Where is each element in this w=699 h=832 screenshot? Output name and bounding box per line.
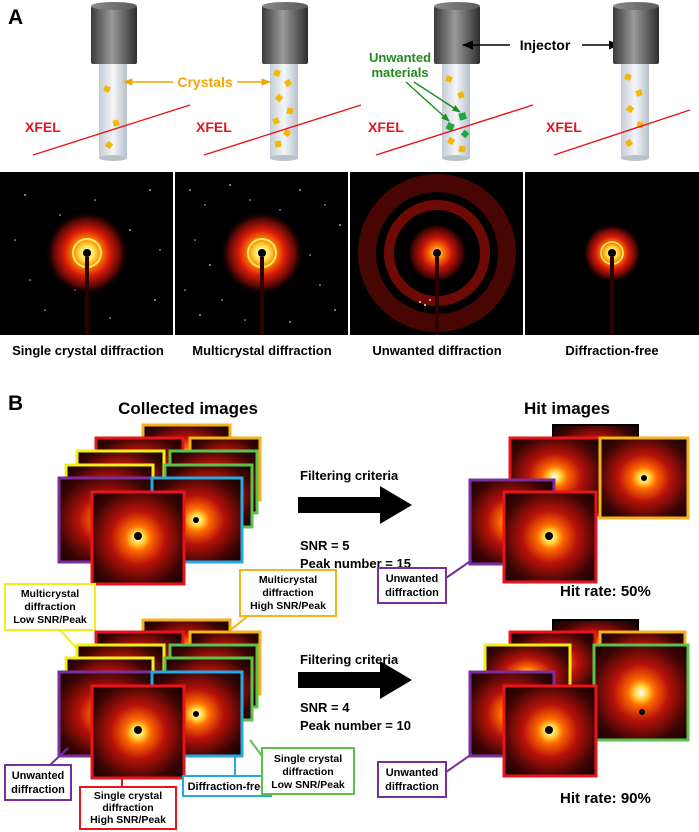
callout-single-low-connector <box>249 739 263 757</box>
injector-assembly-4 <box>613 2 659 161</box>
callout-multi-low-3: Low SNR/Peak <box>13 614 87 626</box>
injector-label: Injector <box>520 37 571 53</box>
hit-unwanted-box-1 <box>377 567 447 604</box>
diffraction-image-unwanted <box>350 172 523 335</box>
hit-unwanted-connector-2 <box>445 753 473 773</box>
filter-arrow-2 <box>298 661 412 699</box>
hit-unwanted-1-line1: Unwanted <box>386 573 439 585</box>
collected-images-title: Collected images <box>118 399 258 418</box>
callout-single-high-3: High SNR/Peak <box>90 814 166 826</box>
xfel-label-2: XFEL <box>196 119 232 135</box>
callout-single-low-2: diffraction <box>282 766 333 778</box>
xfel-beam-2 <box>203 104 362 156</box>
snr-1: SNR = 5 <box>300 538 350 553</box>
callout-unwanted-2: diffraction <box>11 784 65 796</box>
xfel-label-1: XFEL <box>25 119 61 135</box>
injector-assembly-2 <box>262 2 308 161</box>
hit-unwanted-2-line1: Unwanted <box>386 767 439 779</box>
collected-stack-2 <box>57 618 262 780</box>
filter-title-2: Filtering criteria <box>300 652 399 667</box>
hit-stack-1 <box>468 424 690 584</box>
callout-single-high-1: Single crystal <box>94 790 162 802</box>
injector-assembly-1 <box>91 2 137 161</box>
xfel-beam-1 <box>32 104 191 156</box>
panel-b-label: B <box>8 392 23 415</box>
callout-multi-high-box <box>239 569 337 617</box>
caption-free: Diffraction-free <box>565 343 658 358</box>
hit-images-title: Hit images <box>524 399 610 418</box>
peaks-2: Peak number = 10 <box>300 718 411 733</box>
callout-unwanted-connector <box>49 747 69 766</box>
hit-unwanted-connector-1 <box>445 559 473 579</box>
hit-stack-2 <box>468 619 690 778</box>
callout-single-high-box <box>79 786 177 830</box>
callout-single-low-3: Low SNR/Peak <box>271 779 345 791</box>
xfel-label-3: XFEL <box>368 119 404 135</box>
caption-unwanted: Unwanted diffraction <box>372 343 501 358</box>
hit-unwanted-1-line2: diffraction <box>385 587 439 599</box>
callout-multi-high-3: High SNR/Peak <box>250 600 326 612</box>
snr-2: SNR = 4 <box>300 700 350 715</box>
crystals-label: Crystals <box>177 74 232 90</box>
callout-unwanted-1: Unwanted <box>12 770 65 782</box>
filter-arrow-1 <box>298 486 412 524</box>
hit-unwanted-box-2 <box>377 761 447 798</box>
panel-a-label: A <box>8 6 23 29</box>
caption-single: Single crystal diffraction <box>12 343 164 358</box>
diffraction-image-free <box>525 172 699 335</box>
xfel-beam-3 <box>375 104 534 156</box>
injector-assembly-3 <box>434 2 480 161</box>
hit-rate-2: Hit rate: 90% <box>560 790 651 807</box>
hit-rate-1: Hit rate: 50% <box>560 583 651 600</box>
callout-multi-high-1: Multicrystal <box>259 574 317 586</box>
unwanted-arrow-1 <box>405 81 450 122</box>
callout-single-low-box <box>261 747 355 795</box>
callout-free-1: Diffraction-free <box>188 781 267 793</box>
caption-multi: Multicrystal diffraction <box>192 343 331 358</box>
diffraction-image-single <box>0 172 173 335</box>
diffraction-image-multi <box>175 172 348 335</box>
callout-multi-low-2: diffraction <box>24 601 75 613</box>
unwanted-arrow-2 <box>413 81 461 113</box>
xfel-beam-4 <box>553 109 691 156</box>
callout-multi-low-1: Multicrystal <box>21 588 79 600</box>
callout-multi-high-2: diffraction <box>262 587 313 599</box>
filter-title-1: Filtering criteria <box>300 468 399 483</box>
callout-single-high-2: diffraction <box>102 802 153 814</box>
unwanted-materials-label-2: materials <box>371 65 428 80</box>
collected-stack-1 <box>57 423 262 586</box>
hit-unwanted-2-line2: diffraction <box>385 781 439 793</box>
xfel-label-4: XFEL <box>546 119 582 135</box>
callout-single-low-1: Single crystal <box>274 753 342 765</box>
unwanted-materials-label-1: Unwanted <box>369 50 431 65</box>
callout-unwanted-box <box>4 764 72 801</box>
callout-multi-low-box <box>4 583 96 631</box>
